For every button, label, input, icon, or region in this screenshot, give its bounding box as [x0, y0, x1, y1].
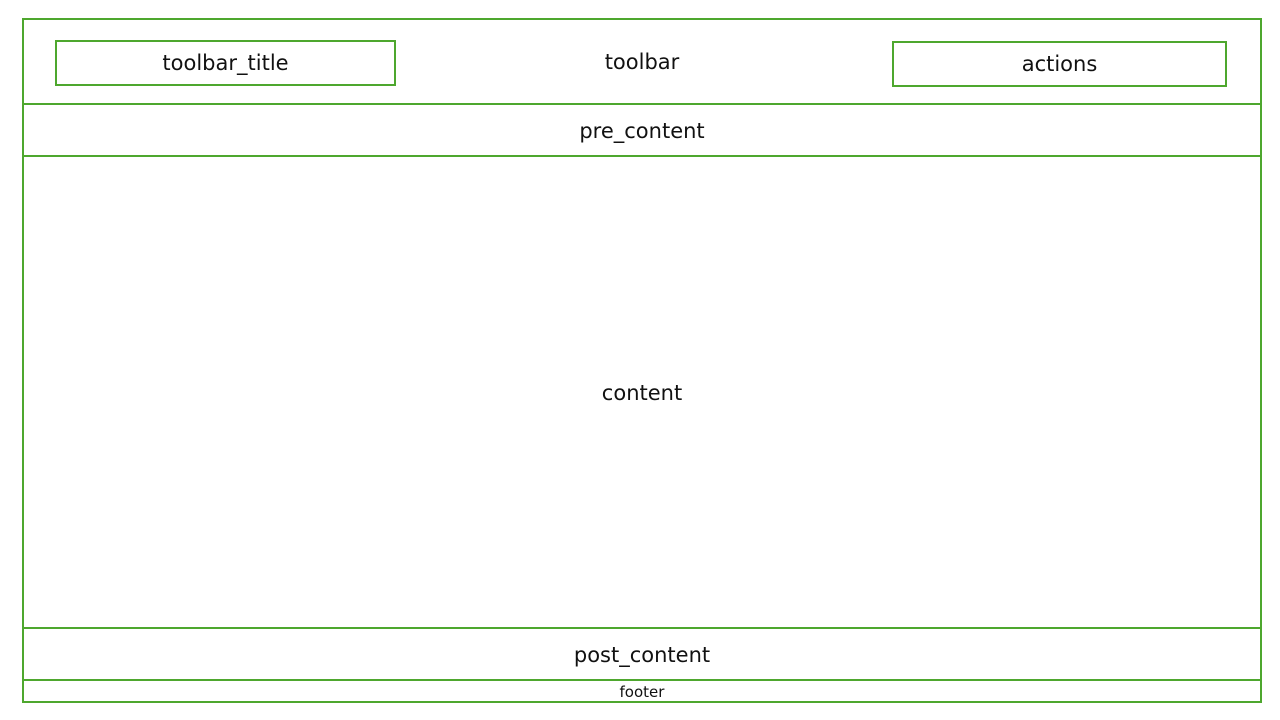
content-region: content [24, 159, 1260, 629]
content-label: content [601, 381, 683, 405]
toolbar-title-label: toolbar_title [162, 51, 289, 75]
actions-box: actions [892, 41, 1227, 87]
post-content-region: post_content [24, 631, 1260, 681]
footer-region: footer [24, 683, 1260, 701]
layout-frame: toolbar_title toolbar actions pre_conten… [22, 18, 1262, 703]
toolbar-region: toolbar_title toolbar actions [24, 20, 1260, 105]
post-content-label: post_content [573, 643, 711, 667]
footer-label: footer [619, 683, 665, 701]
pre-content-label: pre_content [579, 119, 705, 143]
actions-label: actions [1021, 52, 1098, 76]
toolbar-label: toolbar [604, 49, 680, 74]
toolbar-title-box: toolbar_title [55, 40, 396, 86]
pre-content-region: pre_content [24, 107, 1260, 157]
